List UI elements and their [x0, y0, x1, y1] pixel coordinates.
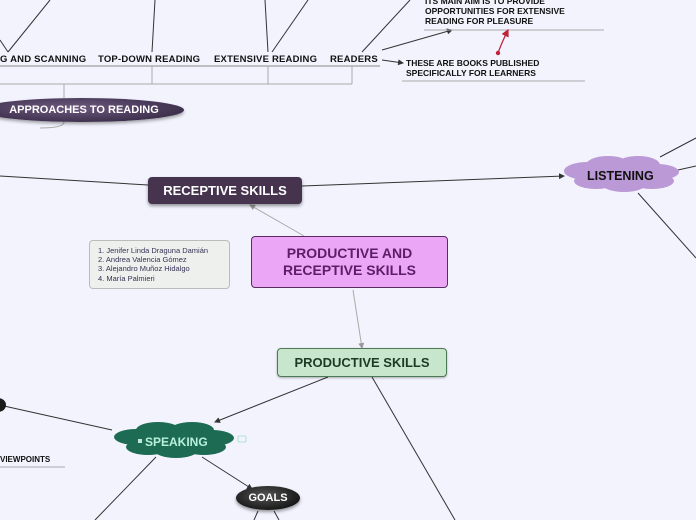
central-topic-node[interactable]: PRODUCTIVE AND RECEPTIVE SKILLS	[251, 236, 448, 288]
receptive-skills-node[interactable]: RECEPTIVE SKILLS	[148, 177, 302, 204]
speaking-icon	[138, 439, 142, 443]
reading-aim-note[interactable]: ITS MAIN AIM IS TO PROVIDE OPPORTUNITIES…	[425, 0, 565, 26]
readers-books-note[interactable]: THESE ARE BOOKS PUBLISHED SPECIFICALLY F…	[406, 58, 540, 78]
member-item: 1. Jenifer Linda Draguna Damián	[98, 246, 209, 255]
central-topic-line1: PRODUCTIVE AND	[286, 245, 413, 261]
offscreen-node[interactable]	[0, 398, 6, 412]
extensive-reading-label[interactable]: EXTENSIVE READING	[214, 54, 318, 65]
team-members-note[interactable]: 1. Jenifer Linda Draguna Damián 2. Andre…	[89, 240, 230, 289]
approaches-to-reading-node[interactable]: APPROACHES TO READING	[0, 98, 184, 122]
speaking-cloud-shape	[114, 422, 234, 458]
viewpoints-label[interactable]: VIEWPOINTS	[0, 455, 51, 464]
approaches-label: APPROACHES TO READING	[9, 104, 159, 116]
productive-skills-label: PRODUCTIVE SKILLS	[294, 355, 430, 370]
topdown-reading-label[interactable]: TOP-DOWN READING	[98, 54, 201, 65]
goals-node[interactable]: GOALS	[236, 486, 300, 510]
skimming-scanning-label[interactable]: G AND SCANNING	[0, 54, 87, 65]
readers-label[interactable]: READERS	[330, 54, 378, 65]
member-item: 4. María Palmieri	[98, 273, 155, 283]
listening-cloud-shape	[564, 156, 679, 192]
member-item: 3. Alejandro Muñoz Hidalgo	[98, 264, 190, 274]
speaking-node[interactable]: SPEAKING	[145, 435, 208, 449]
member-item: 2. Andrea Valencia Gómez	[98, 255, 187, 265]
listening-node[interactable]: LISTENING	[587, 169, 654, 183]
note-icon	[237, 435, 247, 443]
central-topic-line2: RECEPTIVE SKILLS	[282, 262, 417, 278]
productive-skills-node[interactable]: PRODUCTIVE SKILLS	[277, 348, 447, 377]
goals-label: GOALS	[248, 492, 288, 504]
receptive-skills-label: RECEPTIVE SKILLS	[163, 183, 287, 198]
